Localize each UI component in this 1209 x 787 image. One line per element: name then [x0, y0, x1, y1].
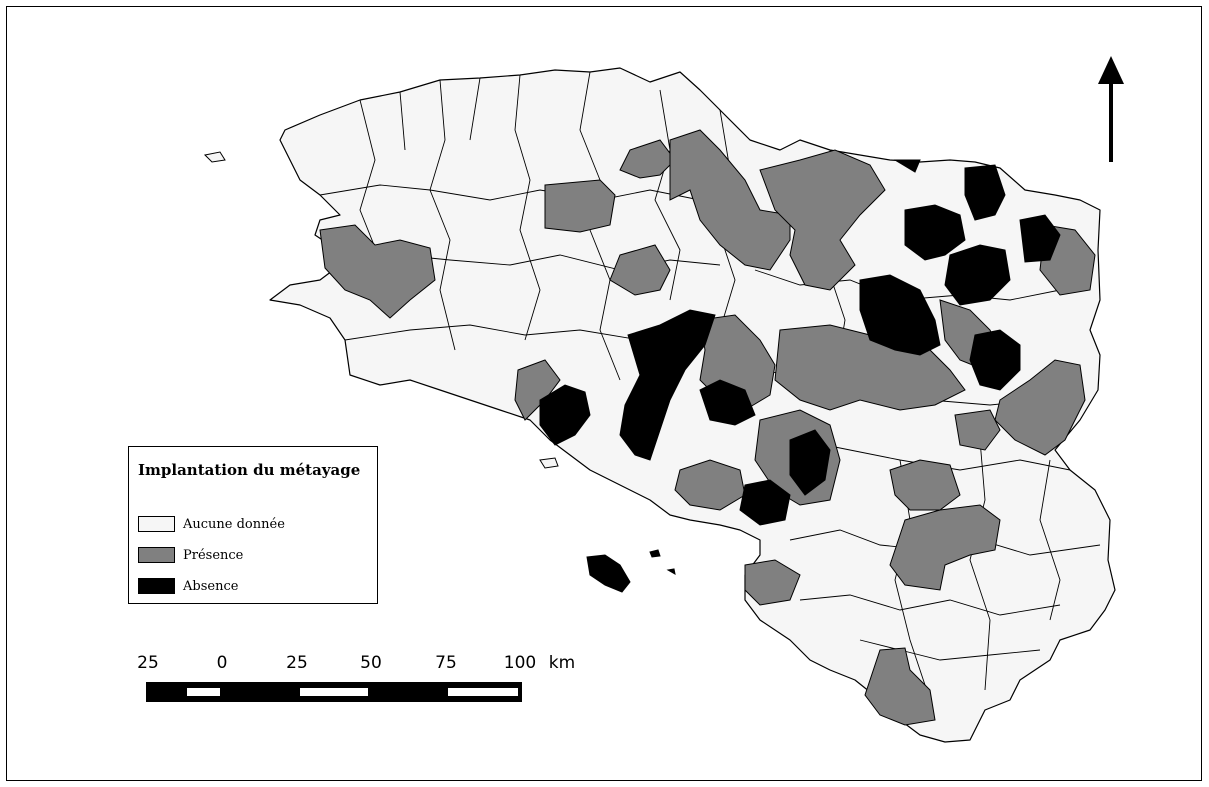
scale-bar	[146, 682, 522, 702]
legend-label: Aucune donnée	[183, 516, 285, 532]
map-legend: Implantation du métayage Aucune donnée P…	[128, 446, 378, 604]
absence-regions	[539, 159, 1061, 526]
legend-swatch	[138, 516, 175, 532]
legend-item-absence: Absence	[138, 577, 238, 595]
legend-swatch	[138, 547, 175, 563]
legend-item-aucune-donnee: Aucune donnée	[138, 515, 285, 533]
island-belle-ile	[586, 554, 631, 593]
legend-title: Implantation du métayage	[138, 461, 361, 479]
scale-bar-segment	[448, 688, 518, 696]
island-small-2	[666, 568, 676, 575]
scale-tick-label: 0	[216, 653, 228, 673]
island-groix	[539, 457, 559, 469]
legend-label: Absence	[183, 578, 239, 594]
legend-swatch	[138, 578, 175, 594]
legend-label: Présence	[183, 547, 244, 563]
scale-tick-label: 50	[360, 653, 382, 673]
north-arrow-icon	[1098, 56, 1124, 162]
scale-tick-label: 25	[137, 653, 159, 673]
legend-item-presence: Présence	[138, 546, 243, 564]
scale-bar-segment	[300, 688, 368, 696]
scale-tick-label: 75	[435, 653, 457, 673]
island-ouessant	[203, 151, 226, 163]
islands	[203, 151, 676, 593]
scale-tick-label: 25	[286, 653, 308, 673]
scale-unit-label: km	[548, 653, 576, 673]
island-small-1	[649, 549, 661, 558]
scale-tick-label: 100	[503, 653, 537, 673]
scale-bar-segment	[187, 688, 220, 696]
